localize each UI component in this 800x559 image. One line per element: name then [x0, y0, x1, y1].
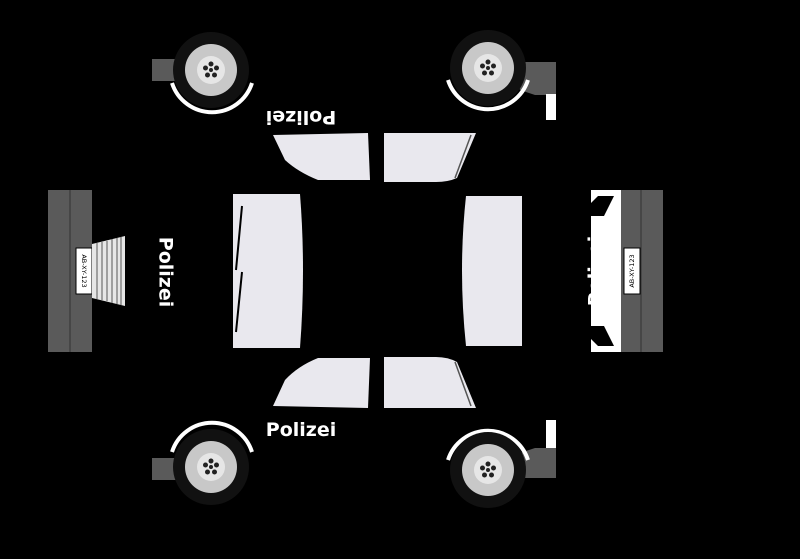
label-front: Polizei [585, 236, 607, 306]
wiper [235, 271, 243, 333]
fender-arc [170, 82, 254, 115]
front-windshield-glass [462, 196, 522, 346]
rear-windshield-glass [233, 194, 303, 348]
front-windshield [462, 196, 522, 346]
lug-nuts [480, 59, 496, 76]
fender-arc [446, 79, 530, 112]
side-windows-bottom [273, 357, 476, 408]
wheel-bottom-left [152, 420, 254, 505]
mudflap [546, 420, 556, 448]
front-panel [591, 190, 663, 352]
b-pillar [375, 133, 384, 183]
front-license-plate [623, 247, 641, 295]
window-seam [454, 134, 472, 179]
label-side-bottom: Polizei [266, 419, 336, 441]
mudflap [546, 94, 556, 120]
wheel-top-right [446, 30, 556, 120]
front-side-window [384, 133, 476, 182]
label-side-top: Polizei [266, 106, 336, 128]
wheel-top-left [152, 32, 254, 115]
wiper [235, 205, 243, 271]
rear-panel [48, 190, 125, 352]
fender-arc [446, 428, 530, 461]
rear-windshield [233, 194, 303, 348]
wheel-bottom-right [446, 420, 556, 508]
front-side-window [384, 357, 476, 408]
lug-nuts [480, 461, 496, 478]
rear-plate-text: AB-XY-123 [80, 254, 88, 287]
window-seam [454, 361, 472, 407]
rear-side-window [273, 133, 370, 180]
fender-arc [170, 420, 254, 453]
front-plate-text: AB-XY-123 [628, 254, 636, 287]
lug-nuts [203, 458, 219, 475]
front-panel-white [591, 190, 621, 352]
b-pillar [375, 357, 384, 408]
side-windows-top [273, 133, 476, 183]
rear-side-window [273, 358, 370, 408]
grille-lines [96, 237, 122, 305]
headlight-notch [591, 326, 614, 346]
headlight-notch [591, 196, 614, 216]
label-rear: Polizei [155, 237, 177, 307]
lug-nuts [203, 61, 219, 78]
